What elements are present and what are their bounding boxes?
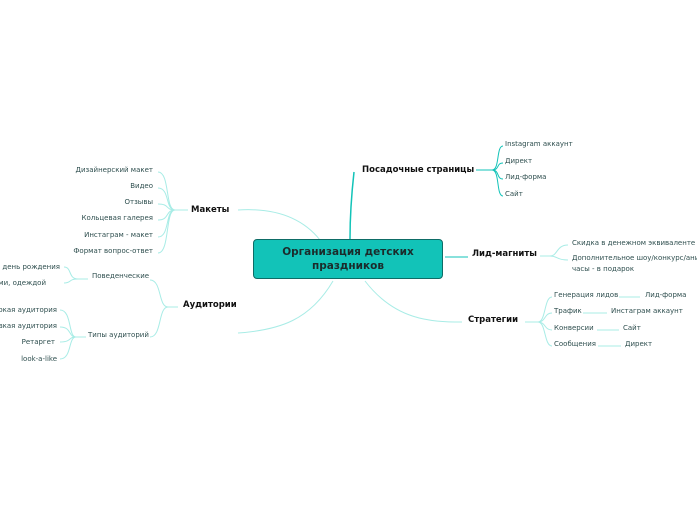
audit-item[interactable]: look-a-like: [21, 355, 57, 363]
audit-item[interactable]: Узкая аудитория: [0, 322, 57, 330]
strat-sub[interactable]: Инстаграм аккаунт: [611, 307, 683, 315]
strat-item[interactable]: Генерация лидов: [554, 291, 619, 299]
maket-item[interactable]: Инстаграм - макет: [84, 231, 153, 239]
audit-item[interactable]: о день рождения: [0, 263, 60, 271]
topic-audit[interactable]: Аудитории: [183, 300, 237, 310]
lead-item[interactable]: Скидка в денежном эквиваленте: [572, 239, 696, 247]
topic-landing[interactable]: Посадочные страницы: [362, 165, 475, 175]
audit-group[interactable]: Поведенческие: [92, 272, 150, 280]
landing-item[interactable]: Сайт: [505, 190, 523, 198]
strat-sub[interactable]: Сайт: [623, 324, 641, 332]
audit-item[interactable]: ами, одеждой: [0, 279, 46, 287]
central-topic[interactable]: Организация детских праздников: [253, 239, 443, 279]
strat-item[interactable]: Трафик: [554, 307, 582, 315]
maket-item[interactable]: Дизайнерский макет: [75, 166, 154, 174]
maket-item[interactable]: Видео: [130, 182, 153, 190]
maket-item[interactable]: Формат вопрос-ответ: [73, 247, 153, 255]
lead-item: часы - в подарок: [572, 265, 635, 273]
strat-item[interactable]: Конверсии: [554, 324, 594, 332]
audit-item[interactable]: рокая аудитория: [0, 306, 57, 314]
lead-item[interactable]: Дополнительное шоу/конкурс/аним: [572, 254, 697, 262]
landing-item[interactable]: Директ: [505, 157, 533, 165]
maket-item[interactable]: Отзывы: [124, 198, 154, 206]
central-line-1: Организация детских: [282, 246, 414, 258]
landing-item[interactable]: Лид-форма: [505, 173, 547, 181]
topic-lead[interactable]: Лид-магниты: [472, 249, 537, 259]
maket-item[interactable]: Кольцевая галерея: [81, 214, 153, 222]
topic-strat[interactable]: Стратегии: [468, 315, 519, 325]
audit-group[interactable]: Типы аудиторий: [88, 331, 149, 339]
strat-item[interactable]: Сообщения: [554, 340, 597, 348]
strat-sub[interactable]: Директ: [625, 340, 653, 348]
topic-maket[interactable]: Макеты: [191, 205, 230, 215]
landing-item[interactable]: Instagram аккаунт: [505, 140, 573, 148]
central-line-2: праздников: [311, 260, 385, 272]
audit-item[interactable]: Ретаргет: [21, 338, 55, 346]
strat-sub[interactable]: Лид-форма: [645, 291, 687, 299]
